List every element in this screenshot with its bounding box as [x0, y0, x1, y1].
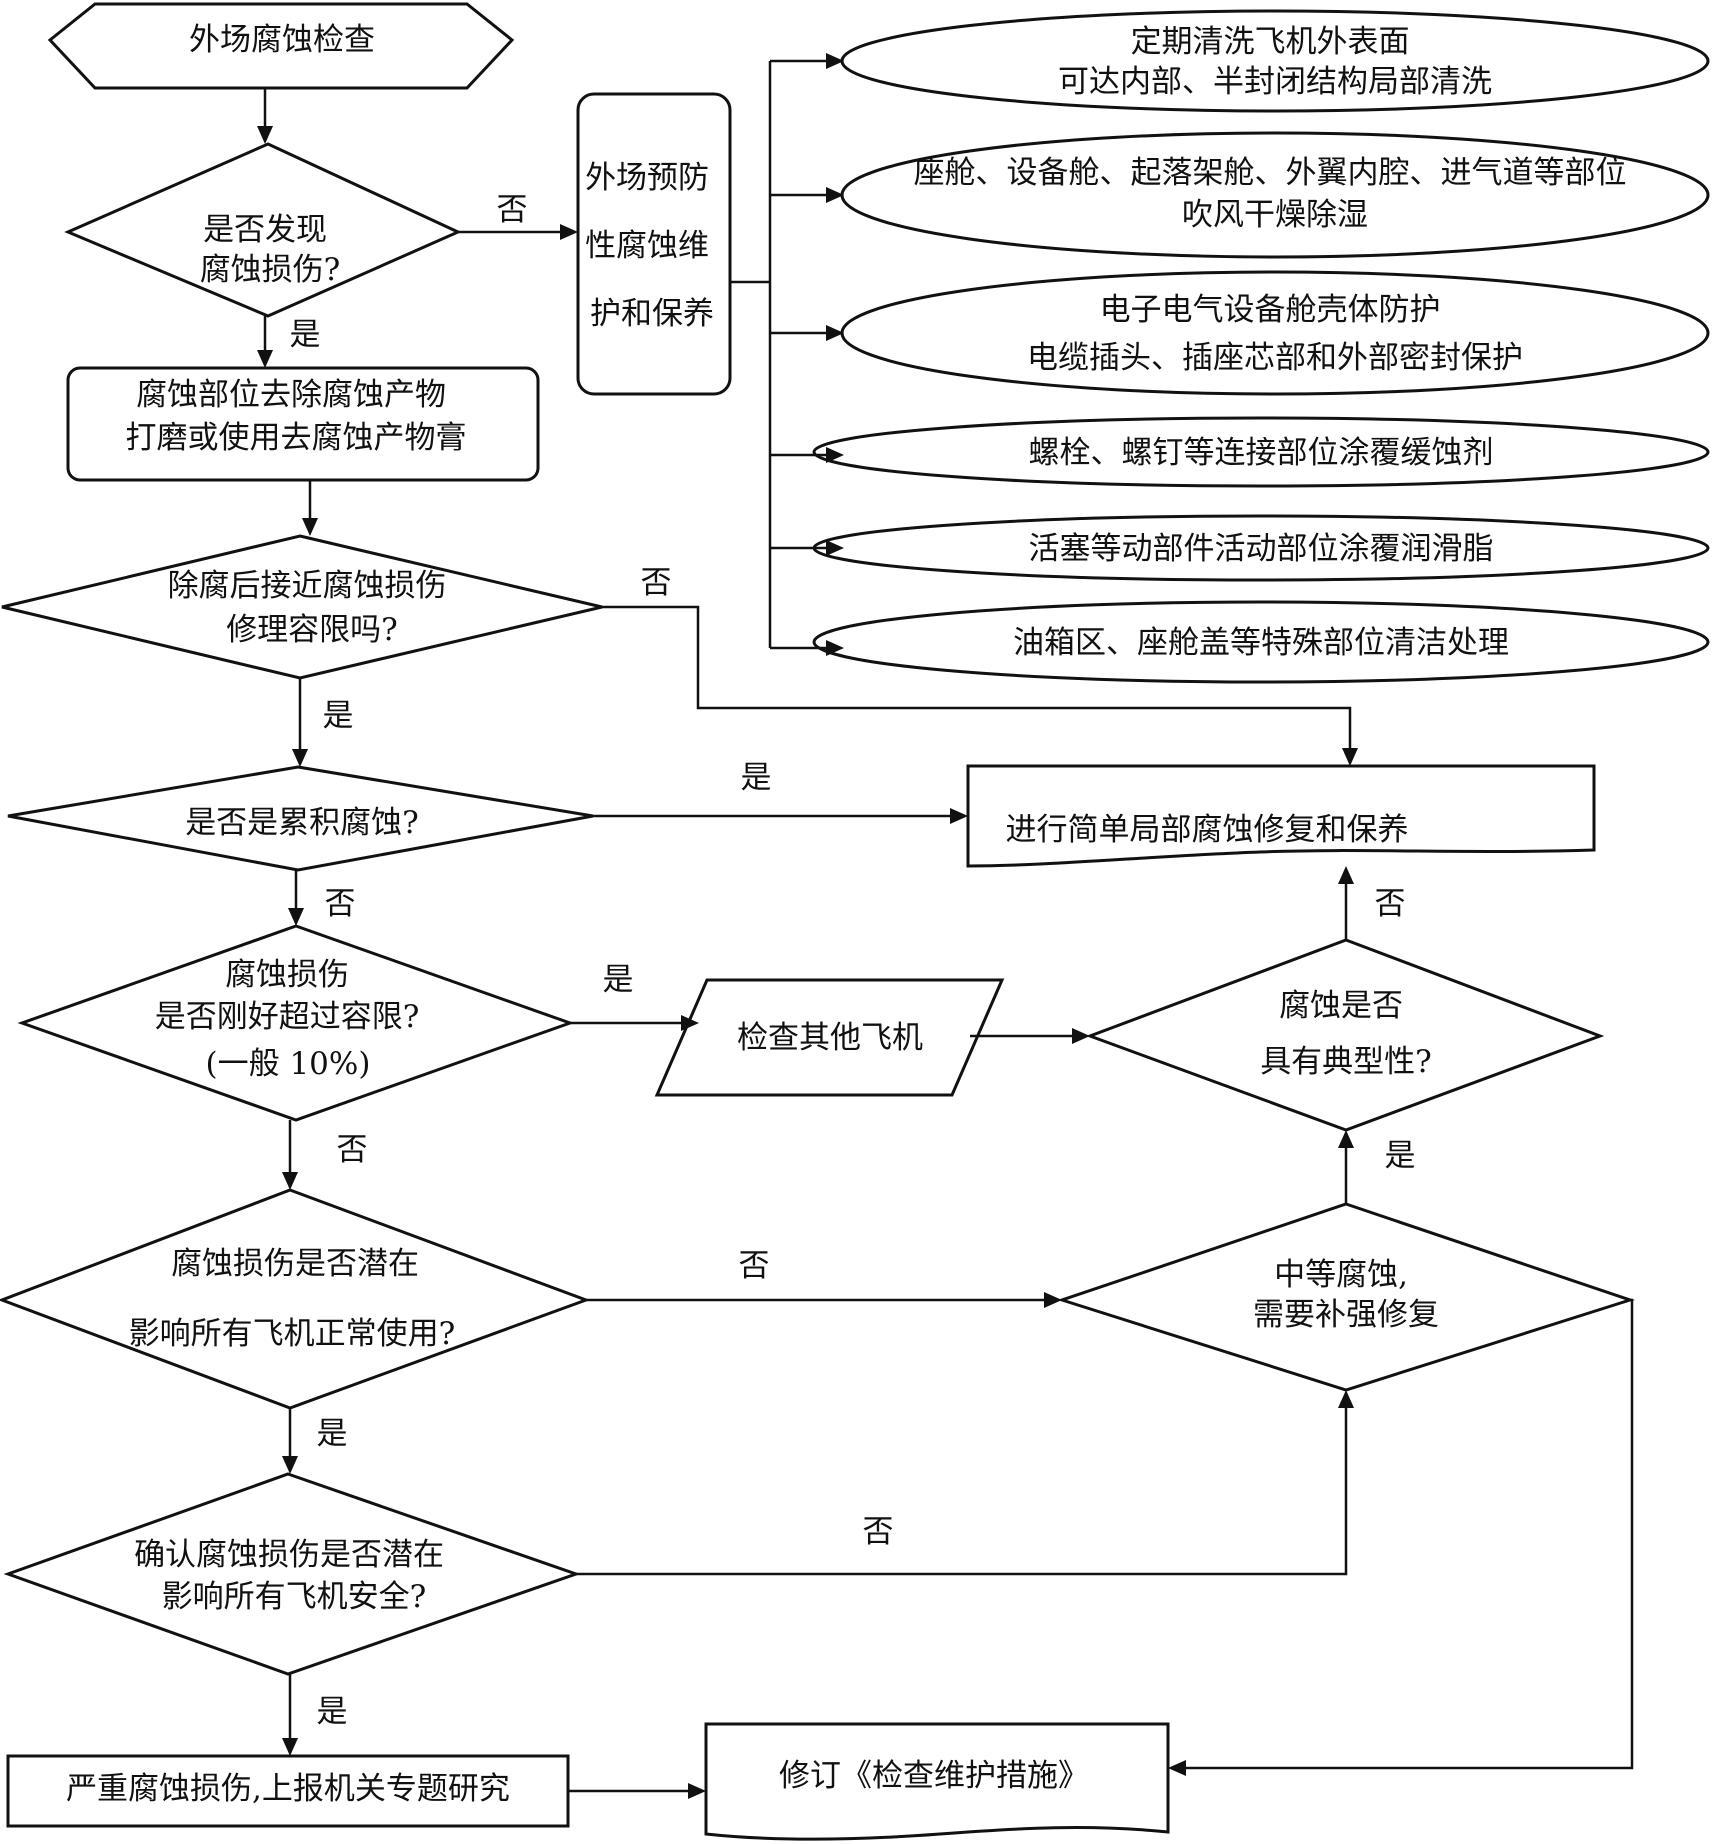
- decision-corrosion-found: 是否发现 腐蚀损伤?: [64, 142, 462, 318]
- io-check-other-aircraft: 检查其他飞机: [654, 978, 1005, 1097]
- decision-exceeds-limit-line-1: 腐蚀损伤: [225, 957, 349, 993]
- process-remove-corrosion: 腐蚀部位去除腐蚀产物 打磨或使用去腐蚀产物膏: [66, 366, 540, 482]
- svg-text:除腐后接近腐蚀损伤 修理容限吗?: 除腐后接近腐蚀损伤 修理容限吗?: [168, 568, 457, 648]
- decision-typical: 腐蚀是否 具有典型性?: [1085, 938, 1605, 1132]
- prevention-item-electrical-line-2: 电缆插头、插座芯部和外部密封保护: [1027, 340, 1523, 376]
- decision-safety-line-1: 确认腐蚀损伤是否潜在: [134, 1537, 444, 1573]
- edge-label-normal-yes: 是: [317, 1416, 348, 1452]
- svg-text:确认腐蚀损伤是否潜在 影响所有飞机安全?: 确认腐蚀损伤是否潜在 影响所有飞机安全?: [134, 1537, 454, 1615]
- process-remove-corrosion-line-2: 打磨或使用去腐蚀产物膏: [126, 420, 467, 456]
- process-severe-corrosion: 严重腐蚀损伤,上报机关专题研究: [6, 1754, 570, 1828]
- svg-text:定期清洗飞机外表面 可达内部、半封闭结构局部清洗: 定期清洗飞机外表面 可达内部、半封闭结构局部清洗: [1058, 24, 1492, 100]
- decision-exceeds-limit-line-3: (一般 10%): [206, 1046, 371, 1082]
- prevention-line-2: 性腐蚀维: [585, 228, 709, 264]
- prevention-item-cleaning-line-1: 定期清洗飞机外表面: [1131, 24, 1410, 60]
- edge-label-cumulative-no: 否: [325, 886, 356, 922]
- decision-cumulative-text: 是否是累积腐蚀?: [185, 805, 419, 841]
- decision-moderate-corrosion-line-1: 中等腐蚀,: [1274, 1257, 1408, 1293]
- decision-exceeds-limit-line-2: 是否刚好超过容限?: [155, 999, 420, 1035]
- prevention-item-electrical: 电子电气设备舱壳体防护 电缆插头、插座芯部和外部密封保护: [840, 270, 1710, 396]
- svg-text:腐蚀损伤 是否刚好超过容限? (一般: 腐蚀损伤 是否刚好超过容限? (一般 10%): [155, 957, 429, 1082]
- prevention-item-lubrication-text: 活塞等动部件活动部位涂覆润滑脂: [1029, 531, 1494, 567]
- edge-label-normal-no: 否: [739, 1248, 770, 1284]
- process-simple-repair-text: 进行简单局部腐蚀修复和保养: [1006, 812, 1409, 848]
- start-node-text: 外场腐蚀检查: [189, 22, 375, 58]
- decision-corrosion-found-line-2: 腐蚀损伤?: [200, 252, 341, 288]
- prevention-item-fasteners: 螺栓、螺钉等连接部位涂覆缓蚀剂: [812, 416, 1710, 488]
- connectors: [257, 53, 1634, 1799]
- prevention-item-drying: 座舱、设备舱、起落架舱、外翼内腔、进气道等部位 吹风干燥除湿: [840, 131, 1710, 259]
- edge-label-safety-yes: 是: [317, 1694, 348, 1730]
- prevention-item-electrical-line-1: 电子电气设备舱壳体防护: [1100, 292, 1441, 328]
- edge-labels: 否 是 否 是 是 否 是 否 否 是 否 是 否 是: [290, 192, 1416, 1730]
- prevention-item-drying-line-1: 座舱、设备舱、起落架舱、外翼内腔、进气道等部位: [914, 155, 1627, 191]
- svg-text:腐蚀是否 具有典型性?: 腐蚀是否 具有典型性?: [1260, 988, 1432, 1080]
- decision-repair-limit-line-2: 修理容限吗?: [226, 612, 398, 648]
- edge-label-limit-no: 否: [641, 565, 672, 601]
- edge-label-safety-no: 否: [863, 1514, 894, 1550]
- decision-normal-use-line-2: 影响所有飞机正常使用?: [129, 1316, 456, 1352]
- decision-repair-limit-line-1: 除腐后接近腐蚀损伤: [168, 568, 447, 604]
- svg-text:腐蚀损伤是否潜在 影响所有飞机正常使用?: 腐蚀损伤是否潜在 影响所有飞机正常使用?: [129, 1246, 456, 1352]
- edge-label-typical-yes: 是: [1385, 1138, 1416, 1174]
- edge-label-exceeds-no: 否: [337, 1132, 368, 1168]
- prevention-item-special-cleaning: 油箱区、座舱盖等特殊部位清洁处理: [812, 600, 1710, 684]
- decision-typical-line-1: 腐蚀是否: [1279, 988, 1403, 1024]
- process-revise-measures-text: 修订《检查维护措施》: [779, 1758, 1089, 1794]
- edge-label-limit-yes: 是: [323, 698, 354, 734]
- decision-typical-line-2: 具有典型性?: [1260, 1044, 1432, 1080]
- process-revise-measures: 修订《检查维护措施》: [704, 1722, 1170, 1841]
- decision-safety-line-2: 影响所有飞机安全?: [162, 1579, 427, 1615]
- prevention-item-cleaning: 定期清洗飞机外表面 可达内部、半封闭结构局部清洗: [840, 9, 1710, 113]
- process-simple-repair: 进行简单局部腐蚀修复和保养: [966, 764, 1596, 868]
- start-node: 外场腐蚀检查: [47, 2, 515, 90]
- edge-label-found-no: 否: [497, 192, 528, 228]
- edge-label-typical-no: 否: [1375, 886, 1406, 922]
- svg-text:腐蚀部位去除腐蚀产物 打磨或使用去腐蚀产物膏: 腐蚀部位去除腐蚀产物 打磨或使用去腐蚀产物膏: [126, 377, 467, 456]
- prevention-line-3: 护和保养: [590, 296, 714, 332]
- process-remove-corrosion-line-1: 腐蚀部位去除腐蚀产物: [136, 377, 446, 413]
- prevention-item-special-cleaning-text: 油箱区、座舱盖等特殊部位清洁处理: [1013, 625, 1509, 661]
- decision-repair-limit: 除腐后接近腐蚀损伤 修理容限吗?: [1, 534, 603, 680]
- decision-moderate-corrosion-line-2: 需要补强修复: [1253, 1297, 1439, 1333]
- prevention-item-cleaning-line-2: 可达内部、半封闭结构局部清洗: [1058, 64, 1492, 100]
- process-severe-corrosion-text: 严重腐蚀损伤,上报机关专题研究: [66, 1771, 510, 1807]
- edge-label-cumulative-yes: 是: [741, 760, 772, 796]
- decision-corrosion-found-line-1: 是否发现: [203, 212, 327, 248]
- prevention-item-fasteners-text: 螺栓、螺钉等连接部位涂覆缓蚀剂: [1029, 435, 1494, 471]
- edge-label-exceeds-yes: 是: [603, 962, 634, 998]
- decision-exceeds-limit: 腐蚀损伤 是否刚好超过容限? (一般 10%): [17, 924, 575, 1122]
- decision-normal-use-line-1: 腐蚀损伤是否潜在: [171, 1246, 419, 1282]
- svg-text:中等腐蚀, 需要补强修复: 中等腐蚀, 需要补强修复: [1253, 1257, 1439, 1333]
- io-check-other-aircraft-text: 检查其他飞机: [737, 1020, 923, 1056]
- decision-normal-use: 腐蚀损伤是否潜在 影响所有飞机正常使用?: [0, 1188, 591, 1410]
- svg-text:是否发现 腐蚀损伤?: 是否发现 腐蚀损伤?: [200, 212, 341, 288]
- edge-label-found-yes: 是: [290, 317, 321, 353]
- decision-cumulative: 是否是累积腐蚀?: [7, 765, 594, 872]
- svg-text:座舱、设备舱、起落架舱、外翼内腔、进气道等部位: 座舱、设备舱、起落架舱、外翼内腔、进气道等部位 吹风干燥除湿: [914, 155, 1637, 233]
- svg-text:电子电气设备舱壳体防护 电缆插头、插座芯部和外部: 电子电气设备舱壳体防护 电缆插头、插座芯部和外部密封保护: [1027, 292, 1523, 376]
- svg-text:外场预防 性腐蚀维 护和保养: 外场预防 性腐蚀维 护和保养: [585, 160, 719, 332]
- prevention-line-1: 外场预防: [585, 160, 709, 196]
- decision-safety: 确认腐蚀损伤是否潜在 影响所有飞机安全?: [3, 1472, 581, 1676]
- prevention-item-lubrication: 活塞等动部件活动部位涂覆润滑脂: [812, 514, 1710, 582]
- prevention-maintenance-box: 外场预防 性腐蚀维 护和保养: [576, 92, 732, 396]
- prevention-item-drying-line-2: 吹风干燥除湿: [1182, 197, 1368, 233]
- decision-moderate-corrosion: 中等腐蚀, 需要补强修复: [1057, 1202, 1635, 1392]
